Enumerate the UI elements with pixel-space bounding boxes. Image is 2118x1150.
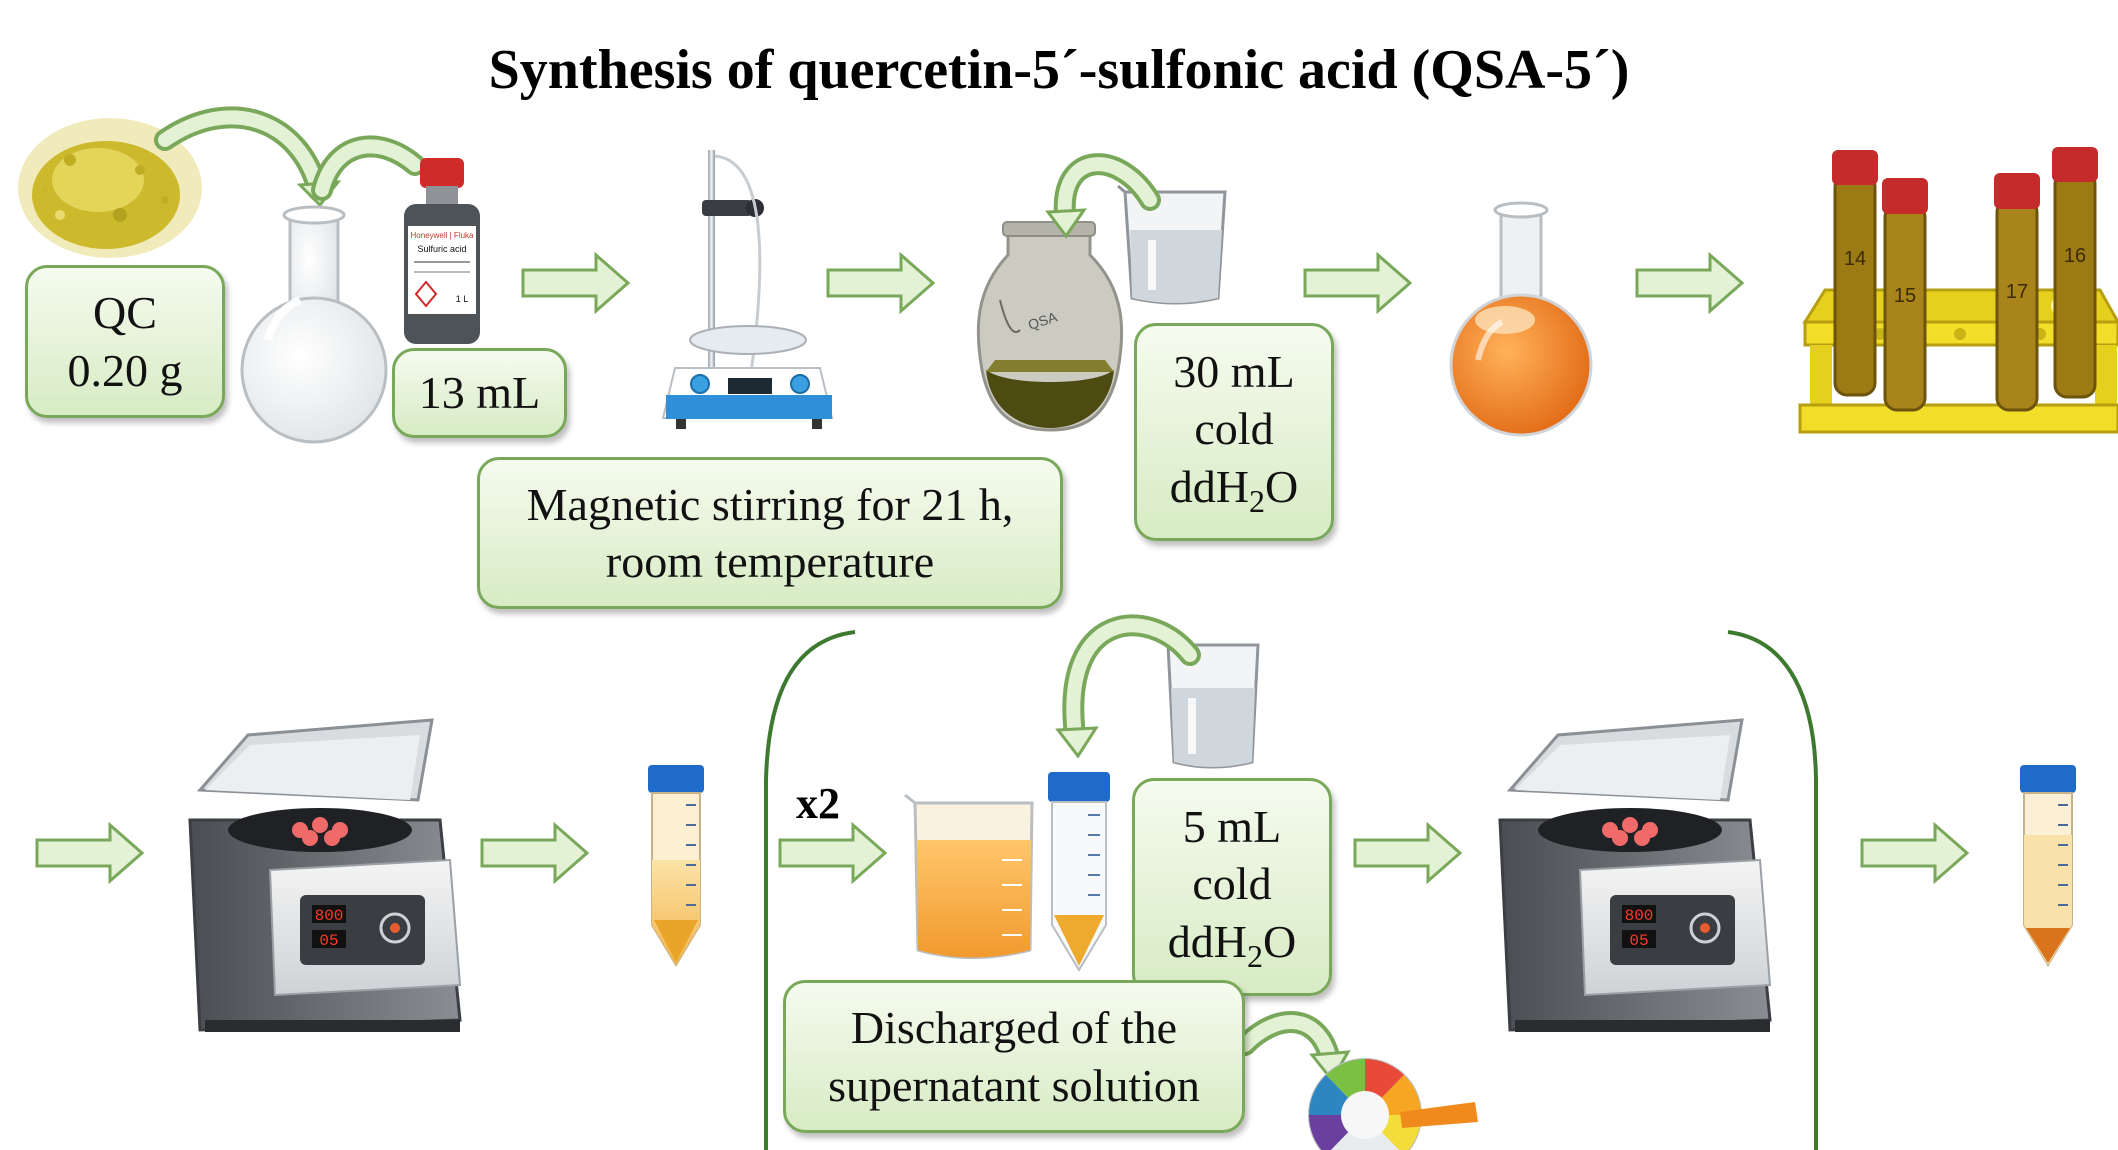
brown-test-tube-icon: 14 bbox=[1832, 150, 1878, 397]
discharge-line-2: supernatant solution bbox=[828, 1059, 1200, 1111]
process-arrow-icon bbox=[521, 251, 631, 315]
tube-number: 14 bbox=[1844, 248, 1866, 270]
diagram-title: Synthesis of quercetin-5´-sulfonic acid … bbox=[488, 39, 1630, 101]
centrifuge-speed-readout: 800 bbox=[315, 907, 344, 925]
centrifuge-speed-readout: 800 bbox=[1625, 907, 1654, 925]
discharge-supernatant-box: Discharged of the supernatant solution bbox=[783, 980, 1245, 1133]
repeat-group-bracket bbox=[764, 630, 856, 1150]
discharge-line-1: Discharged of the bbox=[850, 1002, 1178, 1053]
water-volume: 5 mL bbox=[1182, 800, 1282, 852]
tube-number: 17 bbox=[2006, 281, 2028, 303]
repeat-group-bracket bbox=[1727, 630, 1818, 1150]
process-arrow-icon bbox=[35, 821, 145, 885]
water-beaker-icon bbox=[1117, 184, 1227, 305]
magnetic-stirrer-icon bbox=[661, 150, 834, 429]
bottle-name-label: Sulfuric acid bbox=[417, 244, 466, 254]
stirring-line-2: room temperature bbox=[605, 536, 935, 587]
brown-test-tube-icon: 16 bbox=[2052, 147, 2098, 399]
quercetin-mass: 0.20 g bbox=[67, 344, 183, 396]
falcon-tube-icon bbox=[648, 765, 704, 967]
stirring-conditions-box: Magnetic stirring for 21 h, room tempera… bbox=[477, 457, 1063, 609]
water-temperature: cold bbox=[1194, 403, 1274, 455]
acid-volume: 13 mL bbox=[418, 367, 541, 419]
process-arrow-icon bbox=[1860, 821, 1970, 885]
tube-number: 16 bbox=[2064, 245, 2086, 267]
repeat-count-label: x2 bbox=[796, 779, 840, 828]
brown-test-tube-icon: 15 bbox=[1882, 178, 1928, 412]
water-formula: ddH2O bbox=[1167, 915, 1297, 975]
process-arrow-icon bbox=[778, 821, 888, 885]
acid-volume-box: 13 mL bbox=[392, 348, 567, 438]
orange-product-flask-icon bbox=[1449, 201, 1593, 437]
process-arrow-icon bbox=[1303, 251, 1413, 315]
cold-water-30ml-box: 30 mL cold ddH2O bbox=[1134, 323, 1334, 541]
process-arrow-icon bbox=[1635, 251, 1745, 315]
sulfuric-acid-bottle-icon: Honeywell | Fluka Sulfuric acid 1 L bbox=[404, 158, 480, 344]
water-formula: ddH2O bbox=[1169, 460, 1299, 520]
centrifuge-time-readout: 05 bbox=[319, 932, 338, 950]
centrifuge-icon: 800 05 bbox=[1498, 718, 1772, 1032]
stirring-line-1: Magnetic stirring for 21 h, bbox=[526, 478, 1014, 530]
round-bottom-flask-icon bbox=[240, 205, 388, 444]
tube-number: 15 bbox=[1894, 285, 1916, 307]
centrifuge-time-readout: 05 bbox=[1629, 932, 1648, 950]
ph-indicator-paper-icon bbox=[1308, 1058, 1478, 1150]
process-arrow-icon bbox=[826, 251, 936, 315]
quercetin-powder-icon bbox=[18, 118, 202, 258]
brown-test-tube-icon: 17 bbox=[1994, 173, 2040, 412]
water-beaker-icon bbox=[1166, 643, 1260, 769]
beaker-icon bbox=[904, 793, 1034, 959]
bottle-brand-label: Honeywell | Fluka bbox=[411, 231, 475, 240]
bottle-size-label: 1 L bbox=[456, 294, 469, 304]
falcon-tube-icon bbox=[2020, 765, 2076, 967]
quercetin-amount-box: QC 0.20 g bbox=[25, 265, 225, 418]
water-volume: 30 mL bbox=[1173, 345, 1295, 397]
reaction-jar-icon: QSA bbox=[976, 221, 1124, 432]
process-arrow-icon bbox=[480, 821, 590, 885]
falcon-tube-icon bbox=[1048, 772, 1110, 972]
centrifuge-icon: 800 05 bbox=[188, 718, 462, 1032]
quercetin-label: QC bbox=[93, 287, 157, 338]
process-arrow-icon bbox=[1353, 821, 1463, 885]
water-temperature: cold bbox=[1192, 858, 1272, 910]
cold-water-5ml-box: 5 mL cold ddH2O bbox=[1132, 778, 1332, 996]
